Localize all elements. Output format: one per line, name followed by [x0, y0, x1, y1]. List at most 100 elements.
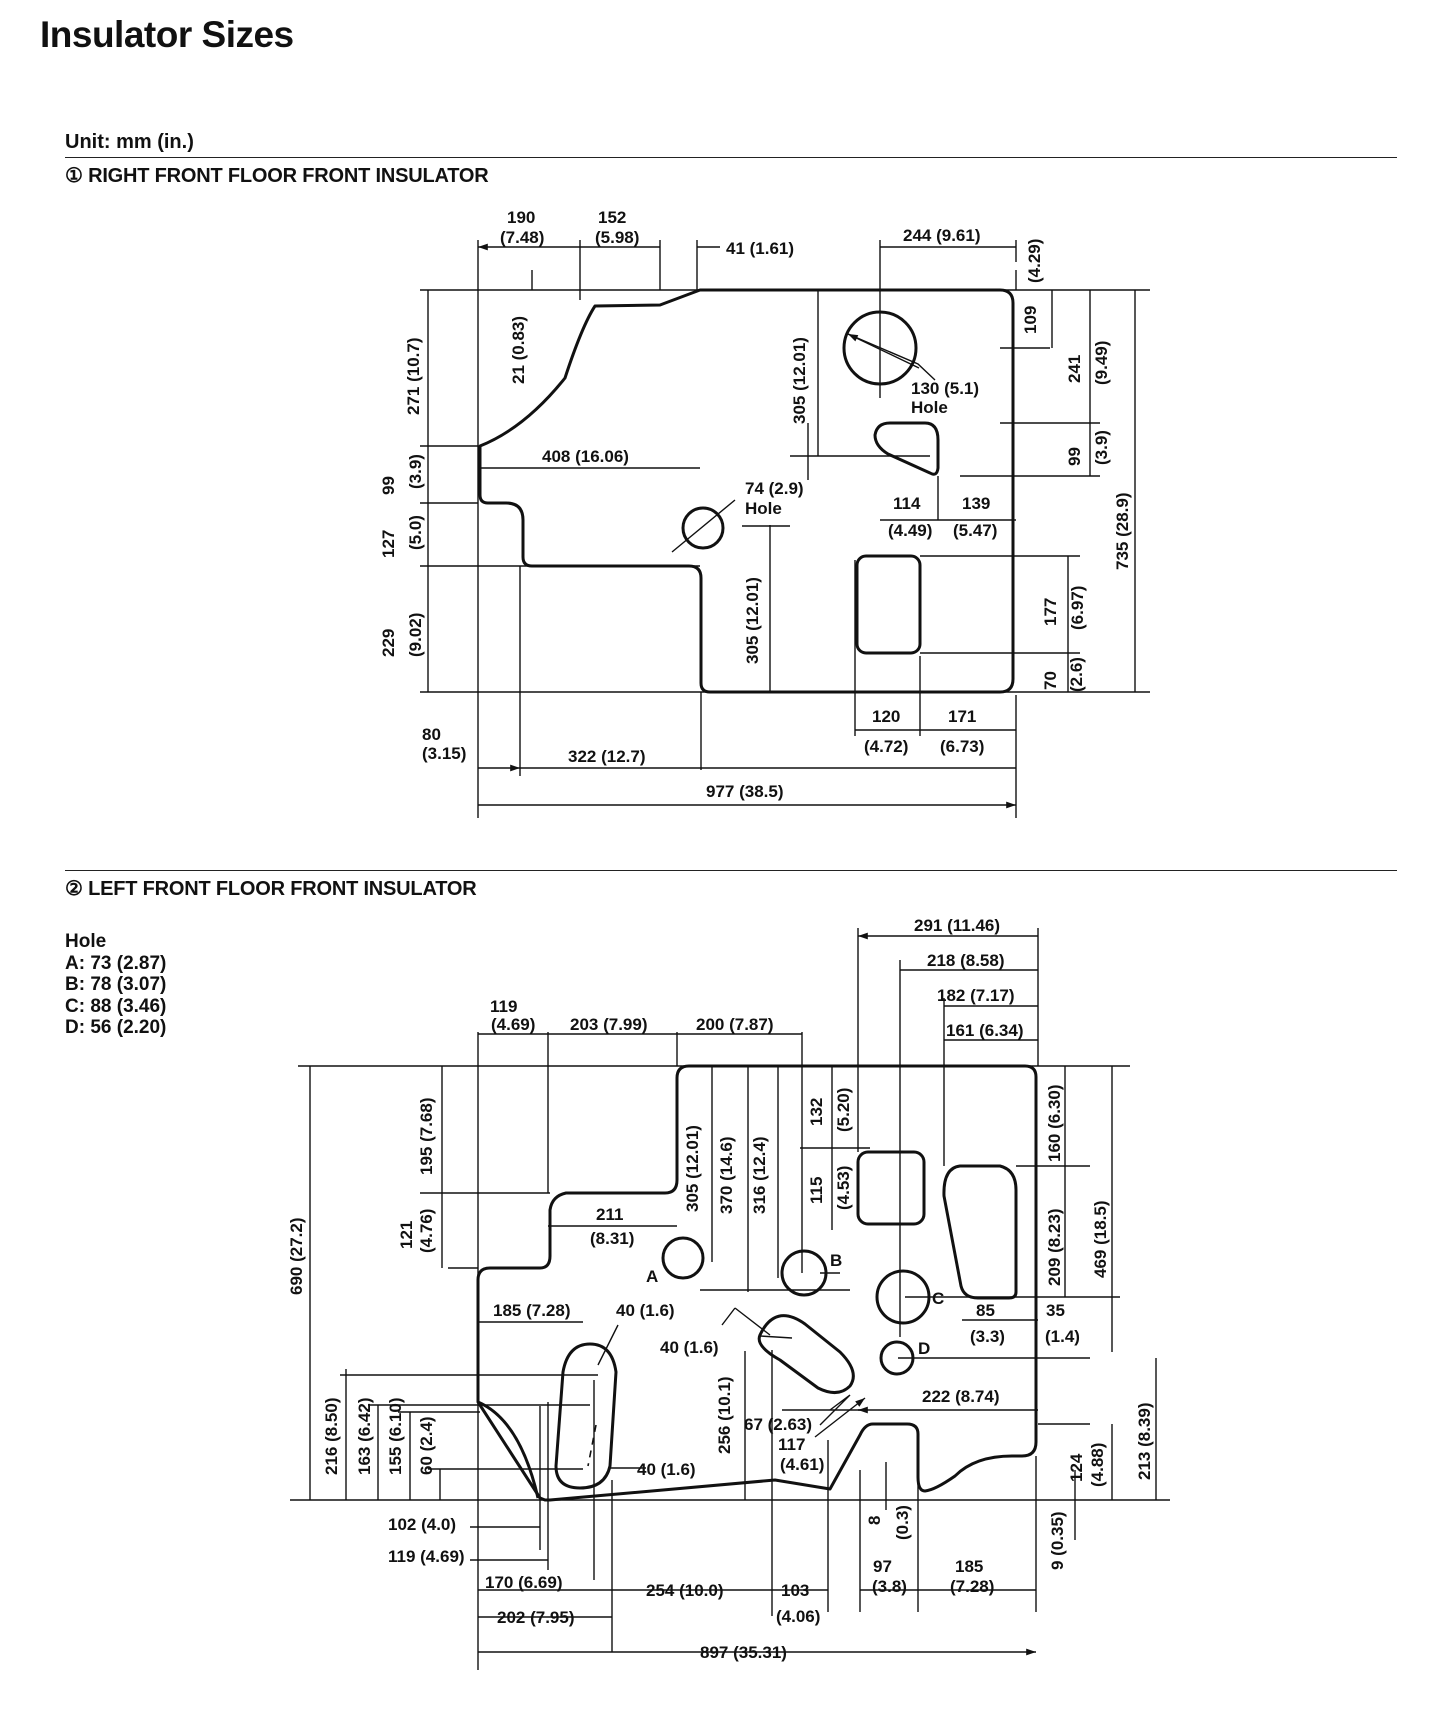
dim-label: 67 (2.63): [744, 1415, 812, 1434]
dim-label: 305 (12.01): [743, 577, 762, 664]
left-insulator-outline: [476, 1064, 1038, 1502]
hole-legend-title: Hole: [65, 931, 107, 952]
page-title: Insulator Sizes: [40, 14, 294, 55]
cutout-rect: [856, 1150, 926, 1226]
dim-label: (4.49): [888, 521, 932, 540]
dim-label: 322 (12.7): [568, 747, 646, 766]
dim-label: 117: [778, 1435, 805, 1454]
left-insulator-dimensions: 291 (11.46) 218 (8.58) 182 (7.17) 161 (6…: [287, 916, 1154, 1662]
dim-label: 202 (7.95): [497, 1608, 575, 1627]
dim-label: 690 (27.2): [287, 1218, 306, 1296]
dim-label: (3.8): [872, 1577, 907, 1596]
dim-label: 121: [397, 1221, 416, 1249]
dim-label: 127: [379, 530, 398, 558]
dim-label: 977 (38.5): [706, 782, 784, 801]
hole-label: A: [646, 1267, 658, 1286]
dim-label: 109: [1021, 306, 1040, 334]
dim-label: 119: [490, 997, 517, 1016]
dim-label: 254 (10.0): [646, 1581, 724, 1600]
dim-label: 229: [379, 629, 398, 657]
hole-legend: Hole A: 73 (2.87) B: 78 (3.07) C: 88 (3.…: [65, 931, 166, 1039]
section-divider: [65, 157, 1397, 158]
right-insulator-dimensions: 190 (7.48) 152 (5.98) 41 (1.61) 244 (9.6…: [379, 208, 1132, 801]
hole-legend-item: B: 78 (3.07): [65, 974, 167, 995]
dim-label: 182 (7.17): [937, 986, 1015, 1005]
dim-label: 80: [422, 725, 441, 744]
hole-legend-item: D: 56 (2.20): [65, 1017, 167, 1038]
dim-label: 99: [1065, 447, 1084, 466]
dim-label: (4.88): [1088, 1443, 1107, 1487]
dim-label: 155 (6.10): [386, 1398, 405, 1476]
dim-label: 256 (10.1): [715, 1377, 734, 1455]
dim-label: 203 (7.99): [570, 1015, 648, 1034]
dim-label: 408 (16.06): [542, 447, 629, 466]
hole-label: B: [830, 1251, 842, 1270]
dim-label: 60 (2.4): [417, 1416, 436, 1475]
dim-label: (5.47): [953, 521, 997, 540]
dim-label: (3.9): [406, 454, 425, 489]
dim-label: (4.06): [776, 1607, 820, 1626]
dim-label: 469 (18.5): [1091, 1201, 1110, 1279]
hole-label: D: [918, 1339, 930, 1358]
dim-label: (6.97): [1068, 586, 1087, 630]
dim-label: 185 (7.28): [493, 1301, 571, 1320]
dim-label: 271 (10.7): [404, 338, 423, 416]
dim-label: (7.48): [500, 228, 544, 247]
cutout-slot: [873, 421, 940, 476]
dim-label: 124: [1067, 1453, 1086, 1482]
cutout-rect: [855, 554, 922, 655]
dim-label: (3.9): [1092, 430, 1111, 465]
dim-label: 40 (1.6): [616, 1301, 675, 1320]
dim-label: 170 (6.69): [485, 1573, 563, 1592]
section-2-title: ② LEFT FRONT FLOOR FRONT INSULATOR: [65, 878, 477, 900]
dim-label: (9.02): [406, 613, 425, 657]
dim-label: 115: [807, 1177, 826, 1204]
left-insulator-outline: [477, 1400, 540, 1499]
dim-label: 305 (12.01): [683, 1125, 702, 1212]
dim-label: 120: [872, 707, 900, 726]
dim-label: 163 (6.42): [355, 1398, 374, 1476]
section-divider: [65, 870, 1397, 871]
dim-label: (9.49): [1092, 341, 1111, 385]
dim-label: 97: [873, 1557, 892, 1576]
cutout-slot: [554, 1342, 618, 1490]
dim-label: 211: [596, 1205, 623, 1224]
dim-label: 85: [976, 1301, 995, 1320]
dim-label: 171: [948, 707, 976, 726]
dim-label: 130 (5.1): [911, 379, 979, 398]
dim-label: 35: [1046, 1301, 1065, 1320]
dim-label: (2.6): [1067, 657, 1086, 692]
cutout-slot: [757, 1314, 855, 1394]
dim-label: 103: [781, 1581, 809, 1600]
dim-label: (5.98): [595, 228, 639, 247]
dim-label: 41 (1.61): [726, 239, 794, 258]
dim-label: 40 (1.6): [660, 1338, 719, 1357]
hole-label: C: [932, 1289, 944, 1308]
centerline: [587, 1424, 597, 1467]
dim-label: 370 (14.6): [717, 1137, 736, 1215]
dim-label: (4.72): [864, 737, 908, 756]
dim-label: 216 (8.50): [322, 1398, 341, 1476]
dim-label: 9 (0.35): [1048, 1511, 1067, 1570]
dim-label: (6.73): [940, 737, 984, 756]
dim-label: 897 (35.31): [700, 1643, 787, 1662]
dim-label: (5.0): [406, 515, 425, 550]
dim-label: 241: [1065, 355, 1084, 383]
dim-label: 213 (8.39): [1135, 1403, 1154, 1481]
dim-label: 222 (8.74): [922, 1387, 1000, 1406]
cutout-triangle: [942, 1164, 1018, 1300]
dim-label: 99: [379, 476, 398, 495]
dim-label: (4.53): [834, 1166, 853, 1210]
dim-label: 119 (4.69): [388, 1547, 465, 1566]
dim-label: (4.61): [780, 1455, 824, 1474]
dim-label: 114: [893, 494, 921, 513]
dim-label: Hole: [745, 499, 782, 518]
dim-label: 316 (12.4): [750, 1137, 769, 1215]
dim-label: (4.29): [1025, 239, 1044, 283]
dim-label: 160 (6.30): [1045, 1085, 1064, 1163]
dim-label: (1.4): [1045, 1327, 1080, 1346]
dim-label: 8: [865, 1516, 884, 1525]
dim-label: 161 (6.34): [946, 1021, 1024, 1040]
dim-label: 139: [962, 494, 990, 513]
